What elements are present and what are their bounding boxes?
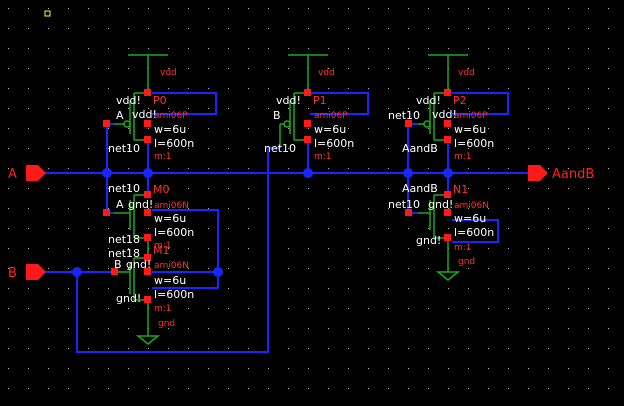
p2-gate-label: net10 [388, 109, 420, 122]
n1-body-label: gnd! [428, 198, 453, 211]
p0-name: P0 [153, 94, 167, 107]
p2-body2-label: vdd! [432, 108, 457, 121]
vdd-label-p1: vdd [318, 68, 335, 78]
m1-mult: m:1 [154, 304, 172, 314]
n1-name: N1 [453, 183, 468, 196]
net10-label-b: net10 [264, 142, 296, 155]
m0-model: ami06N [154, 201, 189, 211]
devices[interactable] [114, 54, 468, 345]
origin-marker [44, 10, 51, 17]
net18-label-b: net18 [108, 247, 140, 260]
pin-a[interactable]: A [8, 165, 46, 182]
m0-name: M0 [153, 183, 170, 196]
p1-length: l=600n [314, 137, 354, 150]
net10-label-a: net10 [108, 142, 140, 155]
p2-model: ami06P [454, 111, 488, 121]
p0-width: w=6u [154, 123, 186, 136]
m1-width: w=6u [154, 274, 186, 287]
p2-body-label: vdd! [416, 94, 441, 107]
p2-name: P2 [453, 94, 467, 107]
wires[interactable] [44, 92, 530, 353]
n1-mult: m:1 [454, 243, 472, 253]
pmos-p2 [418, 92, 448, 141]
gnd-label-n1: gnd [458, 257, 475, 267]
m0-mult: m:1 [154, 241, 172, 251]
m1-name: M1 [153, 244, 170, 257]
pin-out-label: AandB [552, 167, 594, 182]
p2-width: w=6u [454, 123, 486, 136]
p1-width: w=6u [314, 123, 346, 136]
m0-length: l=600n [154, 226, 194, 239]
p1-mult: m:1 [314, 152, 332, 162]
m1-length: l=600n [154, 288, 194, 301]
n1-length: l=600n [454, 226, 494, 239]
pin-out[interactable]: AandB [528, 165, 594, 182]
p1-body-label: vdd! [276, 94, 301, 107]
pin-b[interactable]: B [8, 264, 46, 281]
m0-gate-label: A [116, 198, 124, 211]
pmos-p0 [114, 92, 148, 141]
gnd-label-m1: gnd [158, 319, 175, 329]
n1-drain-label: AandB [402, 182, 438, 195]
p0-body2-label: vdd! [132, 108, 157, 121]
m0-width: w=6u [154, 212, 186, 225]
n1-model: ami06N [454, 201, 489, 211]
m1-body2-label: gnd! [116, 292, 141, 305]
m1-body-label: gnd! [126, 258, 151, 271]
vdd-label-p2: vdd [458, 68, 475, 78]
grid-dots [8, 8, 609, 389]
p2-drain-label: AandB [402, 142, 438, 155]
p1-gate-label: B [273, 109, 281, 122]
m0-drain-label: net10 [108, 182, 140, 195]
pin-b-label: B [8, 266, 17, 281]
terminal-pins [103, 89, 451, 303]
p0-length: l=600n [154, 137, 194, 150]
n1-body2-label: gnd! [416, 234, 441, 247]
p1-model: ami06P [314, 111, 348, 121]
m0-body-label: gnd! [128, 198, 153, 211]
n1-width: w=6u [454, 212, 486, 225]
p2-length: l=600n [454, 137, 494, 150]
p0-mult: m:1 [154, 152, 172, 162]
m1-model: ami06N [154, 261, 189, 271]
p0-model: ami06P [154, 111, 188, 121]
p0-gate-label: A [116, 109, 124, 122]
nmos-m0 [114, 194, 149, 258]
junctions [72, 168, 453, 277]
p0-body-label: vdd! [116, 94, 141, 107]
wire-b-loop [76, 147, 280, 353]
net18-label-a: net18 [108, 233, 140, 246]
pin-a-label: A [8, 167, 17, 182]
vdd-label-p0: vdd [160, 68, 177, 78]
p2-mult: m:1 [454, 152, 472, 162]
pmos-p1 [279, 92, 308, 148]
p1-name: P1 [313, 94, 327, 107]
n1-gate-label: net10 [388, 198, 420, 211]
m1-gate-label: B [114, 258, 122, 271]
